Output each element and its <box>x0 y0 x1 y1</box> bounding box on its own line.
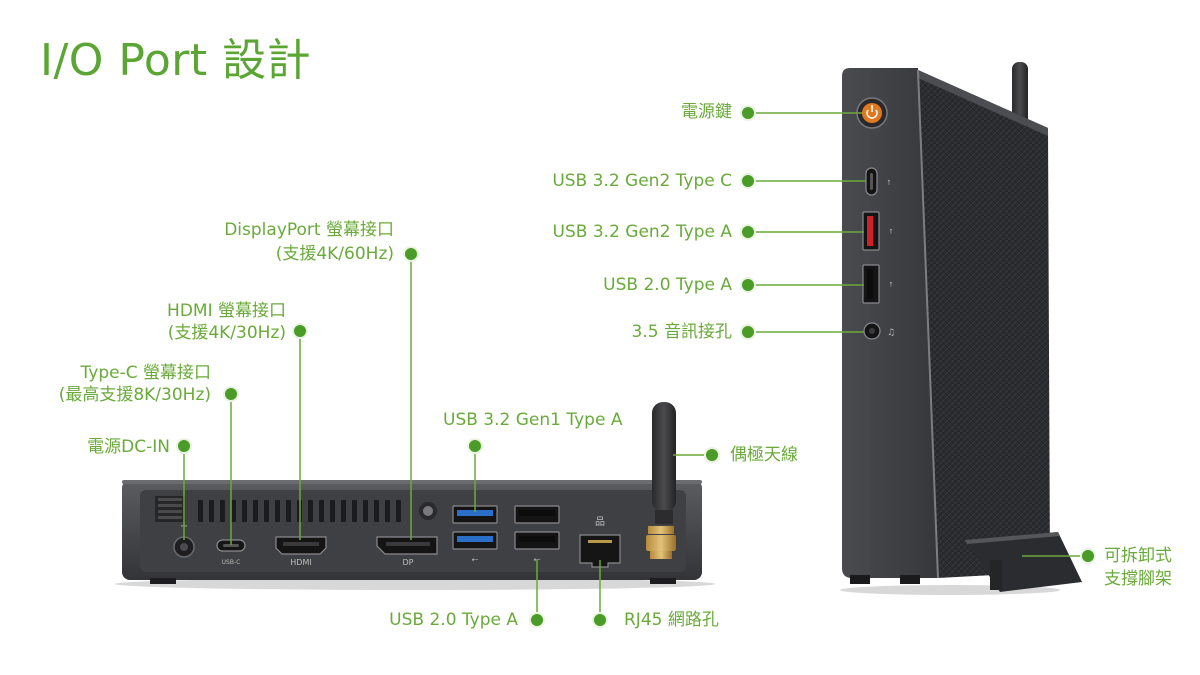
svg-text:⭡: ⭡ <box>887 179 890 187</box>
marker-usb-a-gen2 <box>740 224 756 240</box>
label-usb-a-gen2: USB 3.2 Gen2 Type A <box>552 222 732 242</box>
marker-hdmi <box>292 323 308 339</box>
svg-text:品: 品 <box>595 516 605 528</box>
usbc-badge-text: USB-C <box>222 559 241 566</box>
marker-usb20-rear <box>529 612 545 628</box>
label-displayport-line1: DisplayPort 螢幕接口 <box>224 220 394 240</box>
marker-power <box>740 105 756 121</box>
label-usb-c: USB 3.2 Gen2 Type C <box>552 171 732 191</box>
rear-chassis <box>115 480 715 590</box>
audio-jack[interactable]: ♫ <box>863 322 895 340</box>
marker-usb32-gen1 <box>467 438 483 454</box>
label-audio: 3.5 音訊接孔 <box>631 322 732 342</box>
usbc-rear-port[interactable]: USB-C <box>216 539 246 566</box>
marker-dcin <box>176 438 192 454</box>
label-power: 電源鍵 <box>681 102 732 122</box>
callouts <box>183 112 1088 620</box>
svg-text:⭠: ⭠ <box>471 555 478 565</box>
label-rj45: RJ45 網路孔 <box>624 610 719 630</box>
antenna-illustration <box>646 402 676 559</box>
marker-typec <box>223 386 239 402</box>
marker-antenna <box>704 447 720 463</box>
svg-text:♫: ♫ <box>887 328 895 338</box>
power-button[interactable] <box>856 97 888 129</box>
label-usb20-front: USB 2.0 Type A <box>603 275 732 295</box>
dp-mark: DP <box>403 558 414 567</box>
front-usb20-port[interactable]: ⭡ <box>862 264 893 304</box>
page-title: I/O Port 設計 <box>40 35 312 86</box>
hdmi-port[interactable]: HDMI <box>275 536 327 567</box>
label-dcin: 電源DC-IN <box>87 437 170 457</box>
label-stand-line2: 支撐腳架 <box>1104 569 1172 589</box>
displayport-port[interactable]: DP <box>376 536 438 567</box>
marker-usb-c <box>740 173 756 189</box>
marker-rj45 <box>592 612 608 628</box>
marker-usb20-front <box>740 277 756 293</box>
label-typec-line1: Type-C 螢幕接口 <box>80 363 211 383</box>
label-usb32-gen1: USB 3.2 Gen1 Type A <box>443 410 623 430</box>
label-hdmi-line2: (支援4K/30Hz) <box>167 323 286 343</box>
tower-chassis <box>840 62 1060 595</box>
svg-text:⭡: ⭡ <box>889 228 892 236</box>
label-hdmi-line1: HDMI 螢幕接口 <box>167 301 286 321</box>
label-displayport-line2: (支援4K/60Hz) <box>275 244 394 264</box>
label-usb20-rear: USB 2.0 Type A <box>389 610 518 630</box>
usb20-rear-ports[interactable]: ⭠ <box>514 505 560 565</box>
detachable-stand <box>965 532 1082 592</box>
callout-markers <box>176 105 1096 628</box>
rj45-port[interactable]: 品 <box>579 516 621 568</box>
hdmi-mark: HDMI <box>290 558 311 567</box>
label-antenna: 偶極天線 <box>730 445 798 465</box>
usb32-gen1-ports[interactable]: ⭠ <box>452 505 498 565</box>
marker-audio <box>740 324 756 340</box>
rear-fin-block <box>155 496 185 522</box>
label-typec-line2: (最高支援8K/30Hz) <box>58 385 211 405</box>
marker-stand <box>1080 548 1096 564</box>
front-usb-a-gen2-port[interactable]: ⭡ <box>862 211 893 251</box>
svg-text:⭡: ⭡ <box>889 281 892 289</box>
rear-screw-icon <box>419 502 437 520</box>
label-stand-line1: 可拆卸式 <box>1104 546 1172 566</box>
marker-displayport <box>403 246 419 262</box>
